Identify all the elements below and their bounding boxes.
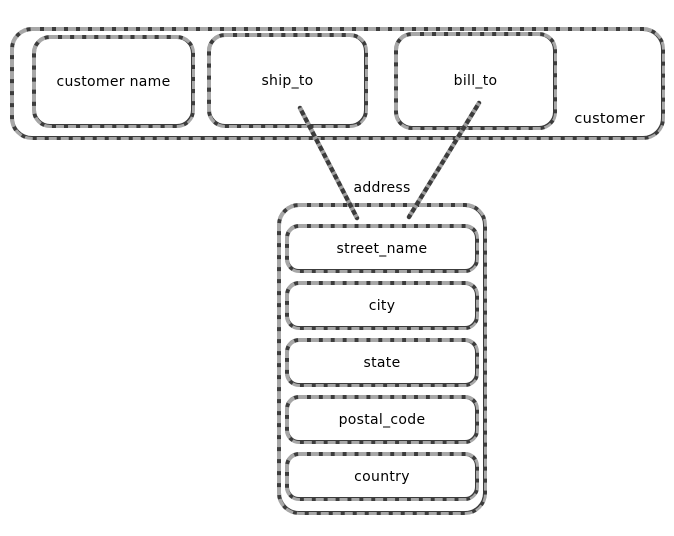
node-state-label: state: [363, 354, 401, 371]
node-customer-name[interactable]: customer name: [31, 34, 196, 129]
node-city-label: city: [368, 297, 396, 314]
node-state[interactable]: state: [284, 337, 480, 388]
node-city[interactable]: city: [284, 280, 480, 331]
address-group-label: address: [353, 180, 411, 196]
node-postal-code[interactable]: postal_code: [284, 394, 480, 445]
node-bill-to-label: bill_to: [453, 73, 498, 89]
node-country-label: country: [354, 468, 410, 485]
address-group-node[interactable]: street_name city state postal_code count…: [276, 202, 488, 516]
customer-group-label: customer: [574, 111, 645, 127]
node-ship-to-label: ship_to: [261, 72, 314, 89]
node-customer-name-label: customer name: [56, 73, 171, 90]
node-postal-code-label: postal_code: [338, 411, 426, 428]
node-country[interactable]: country: [284, 451, 480, 502]
node-ship-to[interactable]: ship_to: [206, 32, 369, 129]
node-street-name-label: street_name: [336, 240, 428, 257]
node-bill-to[interactable]: bill_to: [393, 31, 558, 131]
node-street-name[interactable]: street_name: [284, 223, 480, 274]
